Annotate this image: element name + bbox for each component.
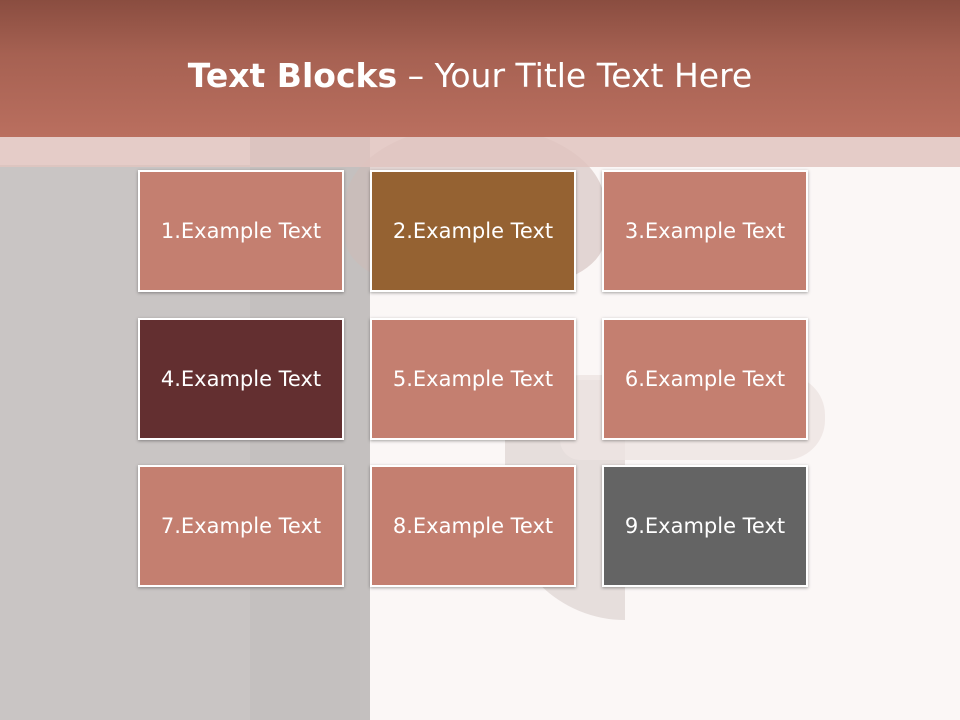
text-block-2[interactable]: 2.Example Text [370,170,576,292]
text-block-7[interactable]: 7.Example Text [138,465,344,587]
text-block-5[interactable]: 5.Example Text [370,318,576,440]
text-block-label: 5.Example Text [392,367,554,391]
text-block-label: 7.Example Text [160,514,322,538]
slide-title: Text Blocks – Your Title Text Here [0,56,940,96]
text-block-8[interactable]: 8.Example Text [370,465,576,587]
text-block-label: 2.Example Text [392,219,554,243]
text-block-3[interactable]: 3.Example Text [602,170,808,292]
text-block-4[interactable]: 4.Example Text [138,318,344,440]
text-block-9[interactable]: 9.Example Text [602,465,808,587]
title-rest: Your Title Text Here [434,56,753,95]
text-block-6[interactable]: 6.Example Text [602,318,808,440]
text-block-label: 9.Example Text [624,514,786,538]
text-block-1[interactable]: 1.Example Text [138,170,344,292]
title-accent-strip [0,137,960,167]
title-bold-part: Text Blocks [187,56,398,95]
text-block-label: 3.Example Text [624,219,786,243]
title-dash: – [397,56,435,95]
text-block-label: 6.Example Text [624,367,786,391]
title-bar [0,0,960,137]
text-block-label: 8.Example Text [392,514,554,538]
text-block-label: 1.Example Text [160,219,322,243]
text-block-label: 4.Example Text [160,367,322,391]
